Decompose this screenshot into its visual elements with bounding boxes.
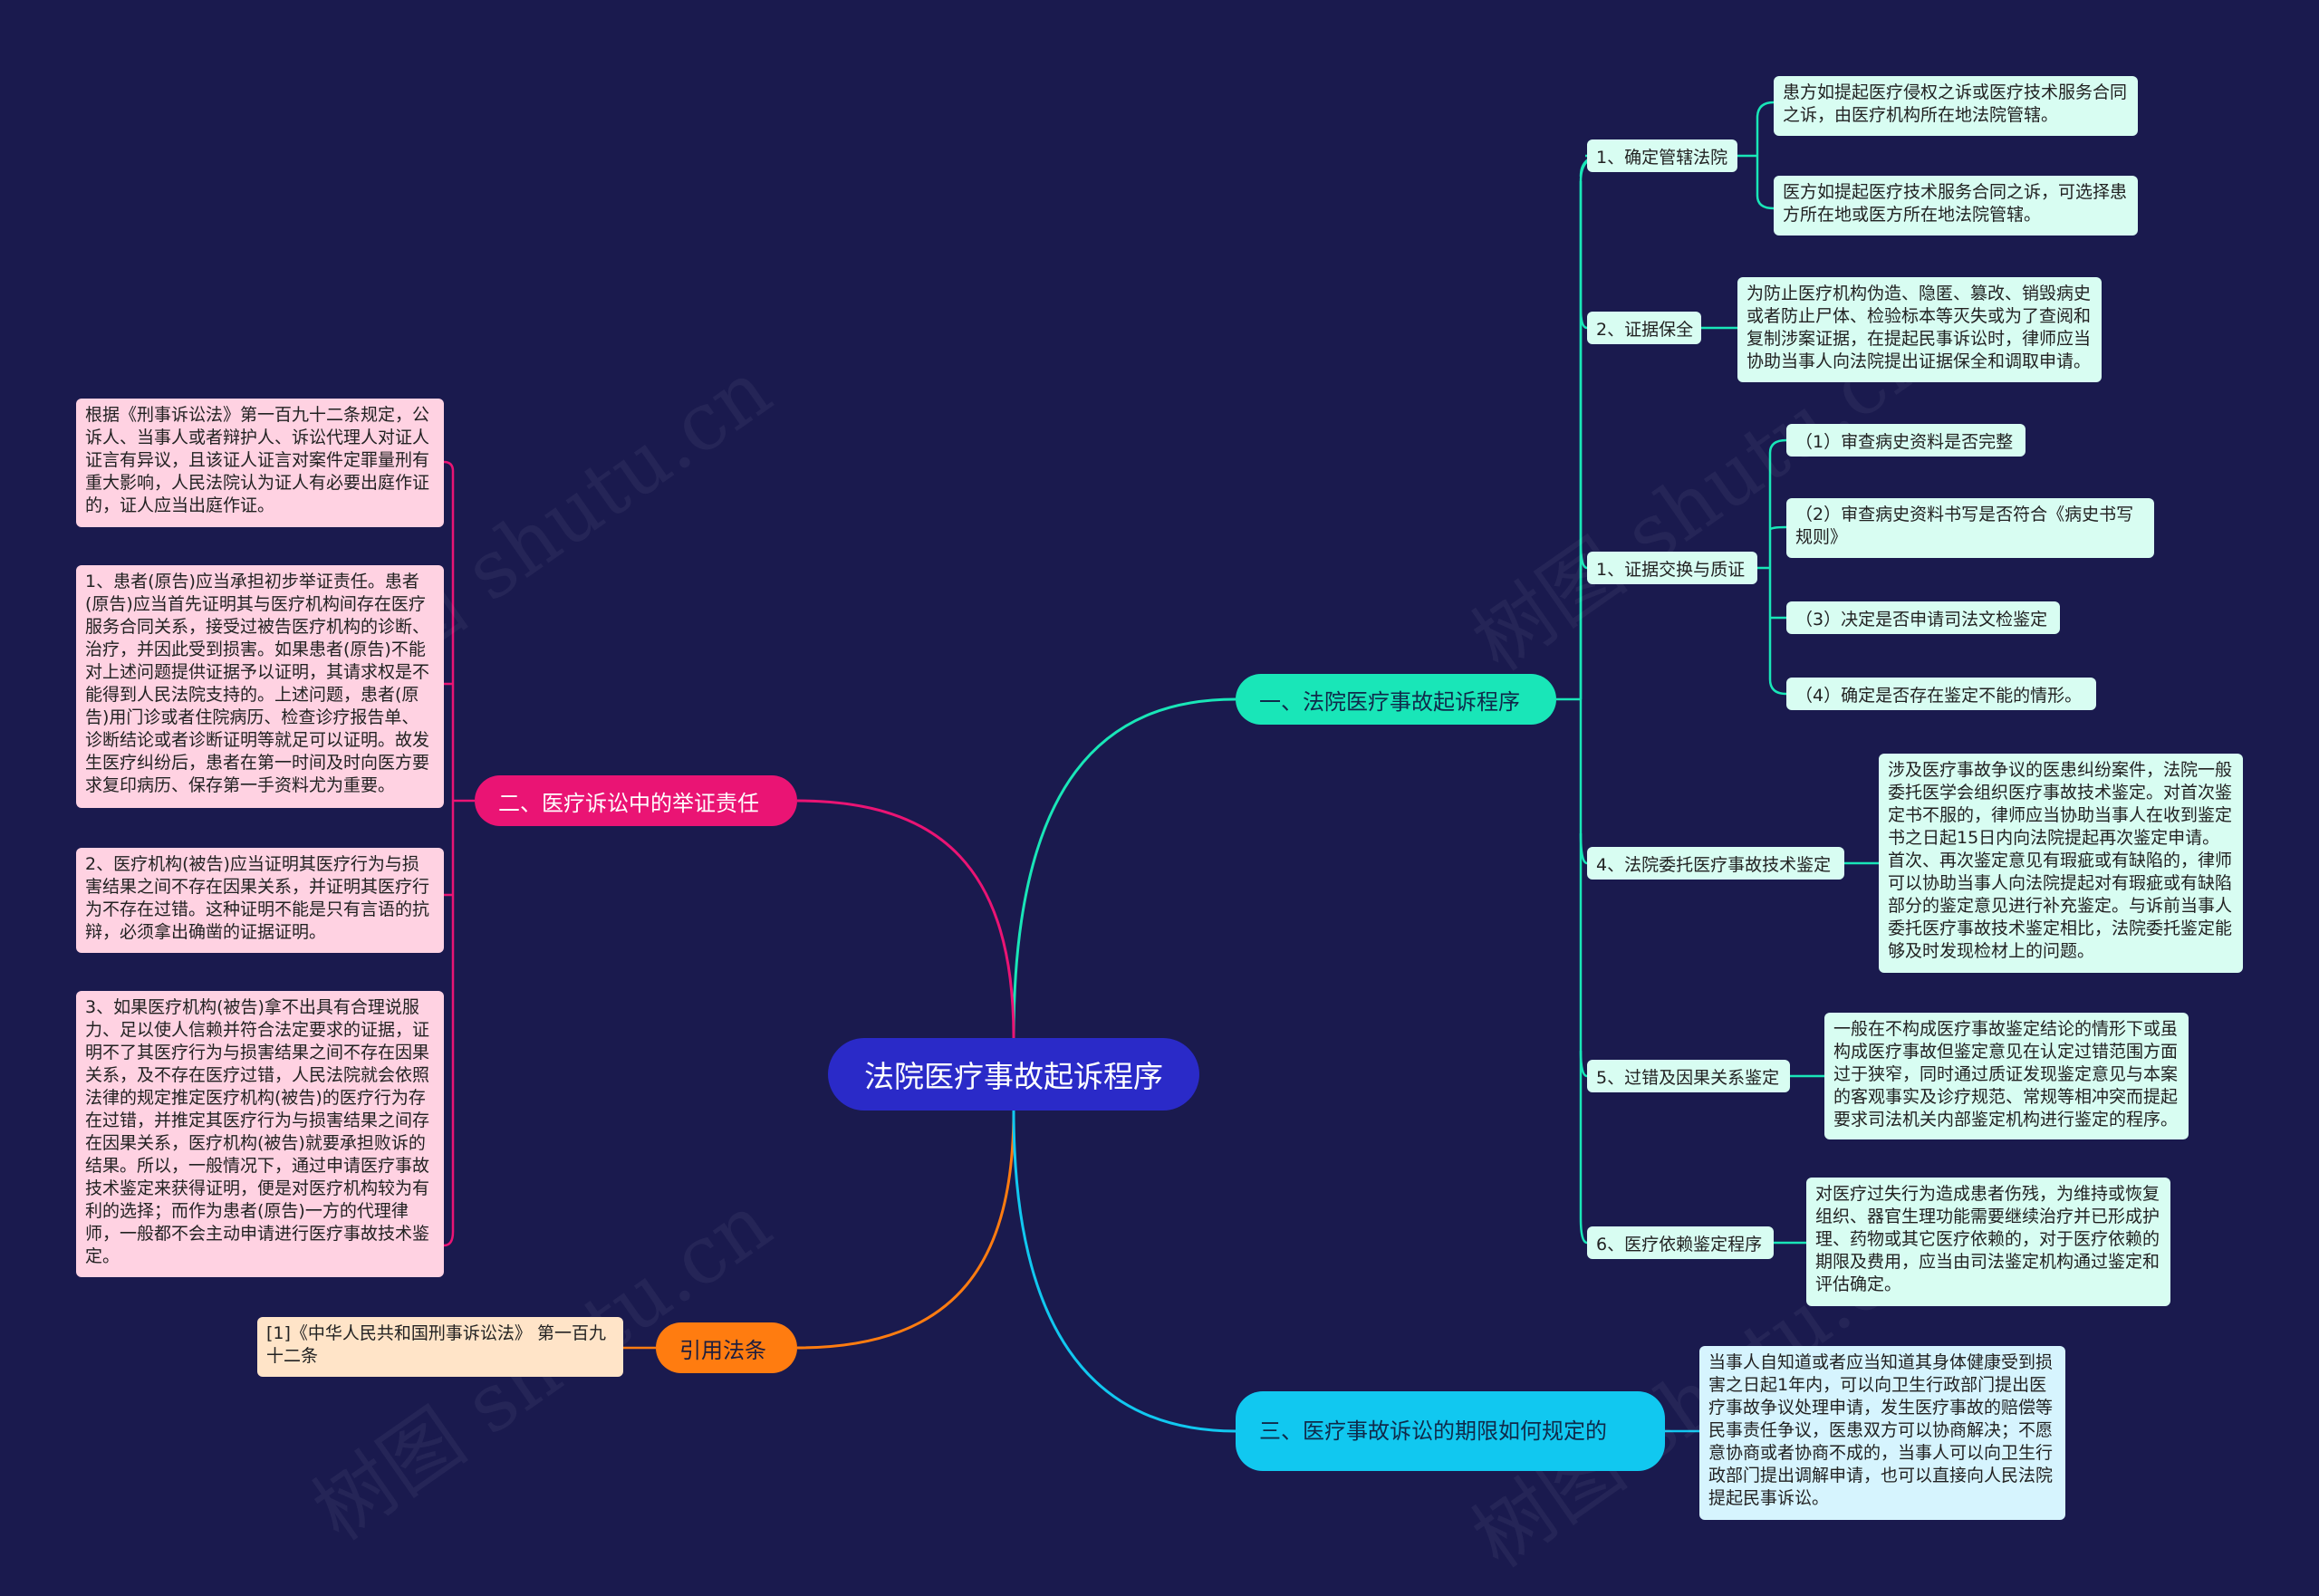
branch-burden-of-proof[interactable]: 二、医疗诉讼中的举证责任 [475,775,797,826]
link-root-burden [796,799,1015,1039]
detail-check-completeness: （1）审查病史资料是否完整 [1786,424,2026,457]
item-fault-causation[interactable]: 5、过错及因果关系鉴定 [1587,1060,1790,1092]
detail-jurisdiction-patient: 患方如提起医疗侵权之诉或医疗技术服务合同之诉，由医疗机构所在地法院管辖。 [1774,76,2138,136]
link-root-citation [796,1110,1015,1350]
detail-appraisal-impossible: （4）确定是否存在鉴定不能的情形。 [1786,678,2096,710]
detail-check-writing: （2）审查病史资料书写是否符合《病史书写规则》 [1786,498,2154,558]
branch-limitation[interactable]: 三、医疗事故诉讼的期限如何规定的 [1236,1391,1665,1471]
item-jurisdiction[interactable]: 1、确定管辖法院 [1587,139,1737,172]
detail-fault-causation: 一般在不构成医疗事故鉴定结论的情形下或虽构成医疗事故但鉴定意见在认定过错范围方面… [1824,1013,2189,1139]
bracket-burden [443,460,455,1247]
item-court-appraisal[interactable]: 4、法院委托医疗事故技术鉴定 [1587,847,1844,880]
detail-presumption: 3、如果医疗机构(被告)拿不出具有合理说服力、足以使人信赖并符合法定要求的证据，… [76,991,444,1277]
item-evidence-preservation[interactable]: 2、证据保全 [1587,312,1701,344]
item-dependency-appraisal[interactable]: 6、医疗依赖鉴定程序 [1587,1226,1774,1259]
detail-evidence-preservation: 为防止医疗机构伪造、隐匿、篡改、销毁病史或者防止尸体、检验标本等灭失或为了查阅和… [1737,277,2102,382]
bracket-procedure [1579,154,1604,1245]
detail-dependency-appraisal: 对医疗过失行为造成患者伤残，为维持或恢复组织、器官生理功能需要继续治疗并已形成护… [1806,1178,2170,1306]
root-topic[interactable]: 法院医疗事故起诉程序 [828,1038,1199,1110]
link-root-limitation [1012,1110,1236,1433]
link-root-procedure [1012,697,1236,1039]
detail-court-appraisal: 涉及医疗事故争议的医患纠纷案件，法院一般委托医学会组织医疗事故技术鉴定。对首次鉴… [1879,754,2243,973]
detail-limitation: 当事人自知道或者应当知道其身体健康受到损害之日起1年内，可以向卫生行政部门提出医… [1699,1346,2065,1520]
branch-procedure[interactable]: 一、法院医疗事故起诉程序 [1236,674,1556,725]
item-evidence-exchange[interactable]: 1、证据交换与质证 [1587,552,1757,584]
detail-hospital-burden: 2、医疗机构(被告)应当证明其医疗行为与损害结果之间不存在因果关系，并证明其医疗… [76,848,444,953]
detail-document-appraisal: （3）决定是否申请司法文检鉴定 [1786,601,2060,634]
detail-witness-testimony: 根据《刑事诉讼法》第一百九十二条规定，公诉人、当事人或者辩护人、诉讼代理人对证人… [76,399,444,527]
detail-jurisdiction-hospital: 医方如提起医疗技术服务合同之诉，可选择患方所在地或医方所在地法院管辖。 [1774,176,2138,236]
detail-citation: [1]《中华人民共和国刑事诉讼法》 第一百九十二条 [257,1317,623,1377]
detail-patient-burden: 1、患者(原告)应当承担初步举证责任。患者(原告)应当首先证明其与医疗机构间存在… [76,565,444,808]
branch-citation[interactable]: 引用法条 [656,1322,797,1373]
